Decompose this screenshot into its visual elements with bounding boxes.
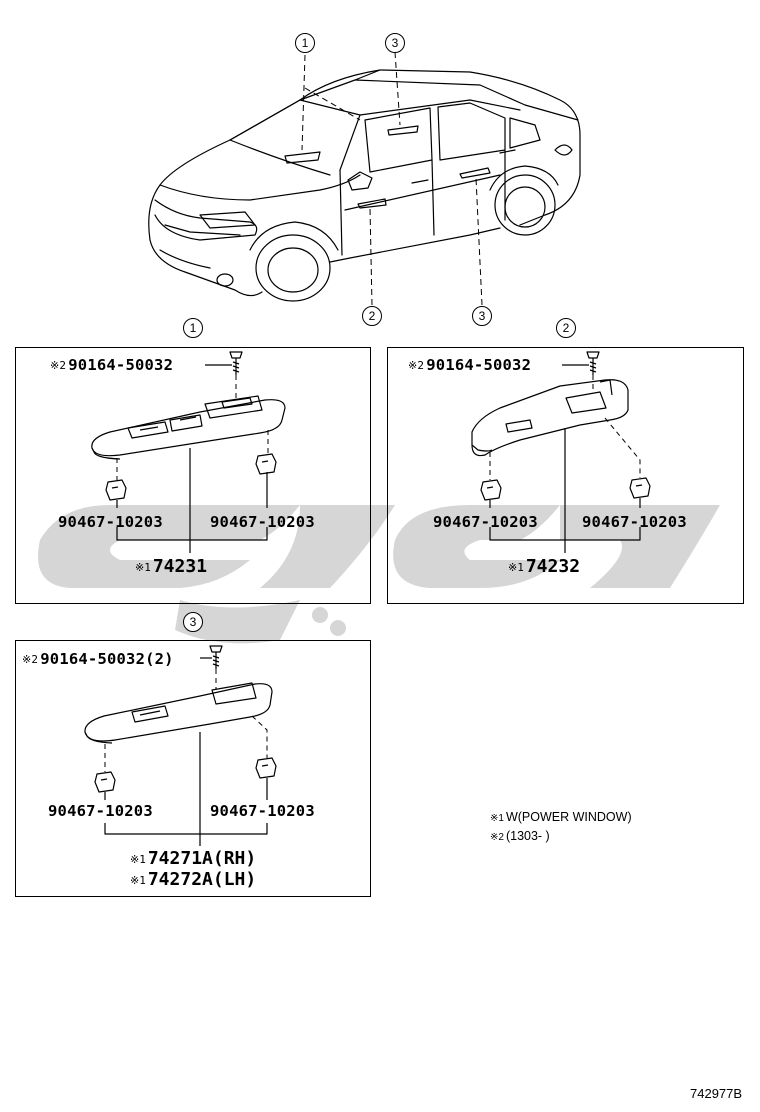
panel2-screw-part: 90164-50032 [426,356,532,374]
panel3-clip-right-label: 90467-10203 [210,802,315,820]
note-1-mark: ※1 [490,813,504,824]
panel3-main-part-lh: 74272A(LH) [147,869,257,890]
panel2-clip-right-label: 90467-10203 [582,513,687,531]
panel-2 [387,347,744,604]
panel1-screw-mark: ※2 [50,359,67,372]
panel1-clip-right-label: 90467-10203 [210,513,315,531]
panel1-main-mark: ※1 [135,561,151,574]
panel2-callout: 2 [556,318,576,338]
callout-location-2: 2 [362,306,382,326]
panel3-main-mark-lh: ※1 [130,874,146,887]
panel3-main-mark-rh: ※1 [130,853,146,866]
panel-3 [15,640,371,897]
panel2-main-mark: ※1 [508,561,524,574]
panel2-screw-mark: ※2 [408,359,425,372]
panel2-clip-left-label: 90467-10203 [433,513,538,531]
callout-location-3-bottom: 3 [472,306,492,326]
panel1-callout: 1 [183,318,203,338]
figure-id: 742977B [690,1086,743,1101]
panel3-callout: 3 [183,612,203,632]
callout-location-3-top: 3 [385,33,405,53]
note-1-text: W(POWER WINDOW) [505,810,632,824]
panel1-clip-left-label: 90467-10203 [58,513,163,531]
panel3-screw-mark: ※2 [22,653,39,666]
panel3-main-part-rh: 74271A(RH) [147,848,257,869]
panel3-clip-left-label: 90467-10203 [48,802,153,820]
note-2: ※2(1303- ) [490,829,550,843]
panel1-main-part: 74231 [152,556,208,577]
panel2-main-part: 74232 [525,556,581,577]
panel1-screw-part: 90164-50032 [68,356,174,374]
panel3-screw-part: 90164-50032(2) [40,650,174,668]
car-overview-drawing [148,51,581,306]
callout-location-1: 1 [295,33,315,53]
note-2-mark: ※2 [490,832,504,843]
panel-1 [15,347,371,604]
note-2-text: (1303- ) [505,829,550,843]
